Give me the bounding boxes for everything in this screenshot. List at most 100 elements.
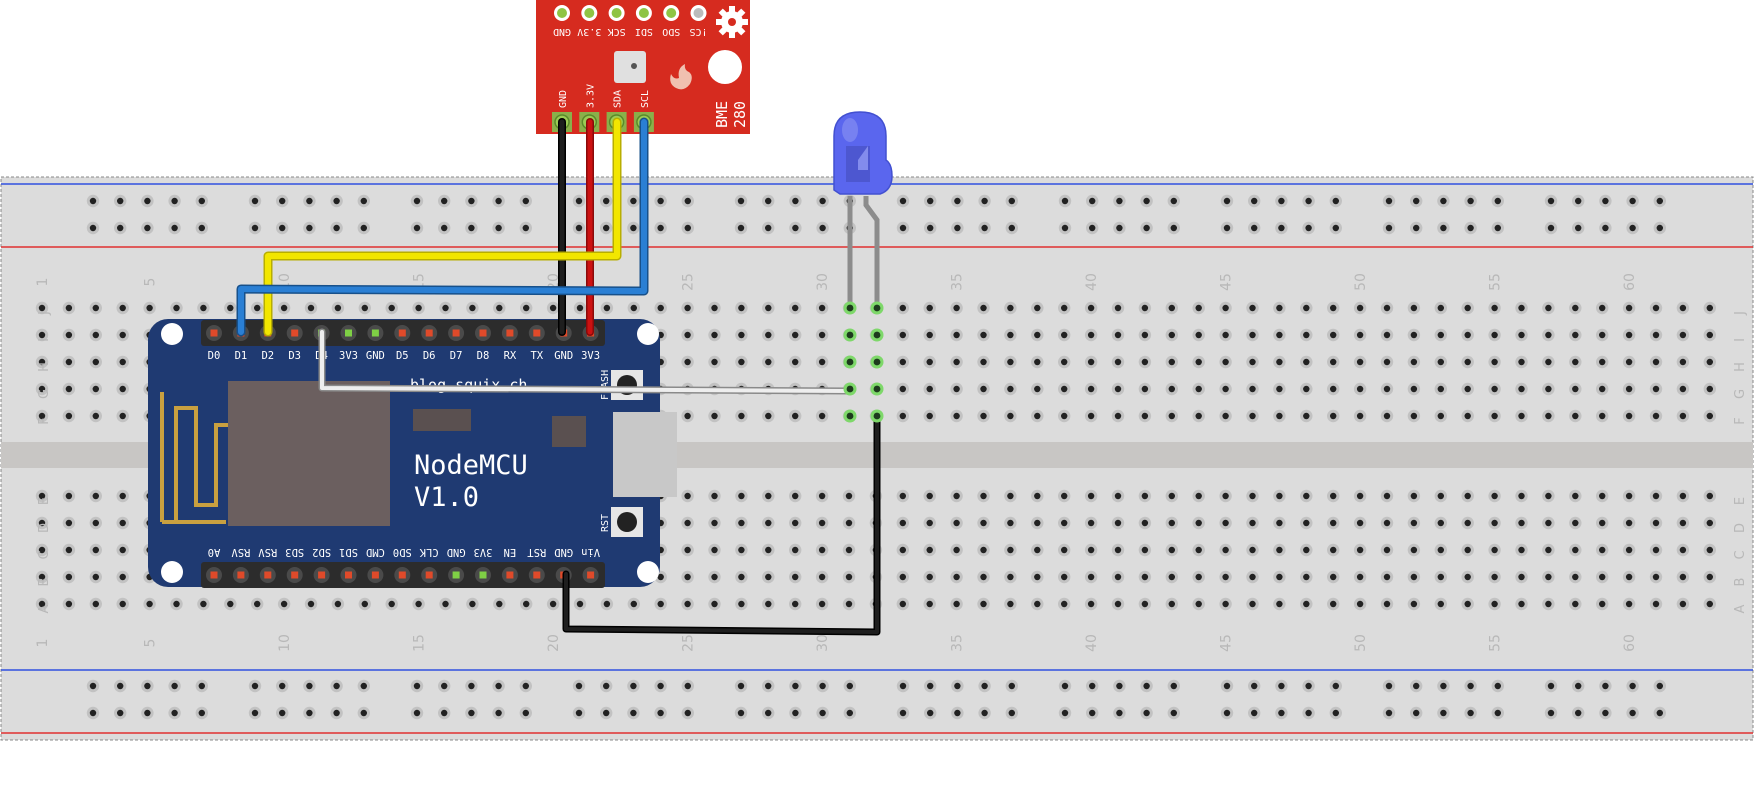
breadboard-hole[interactable] xyxy=(1058,382,1071,396)
breadboard-hole[interactable] xyxy=(1434,355,1448,369)
connected-hole[interactable] xyxy=(870,355,884,369)
rail-hole[interactable] xyxy=(357,194,370,208)
breadboard-hole[interactable] xyxy=(1219,328,1232,342)
breadboard-hole[interactable] xyxy=(1273,489,1286,503)
rail-hole[interactable] xyxy=(654,194,667,208)
nodemcu-pin-bottom[interactable] xyxy=(286,567,303,583)
breadboard-hole[interactable] xyxy=(896,355,909,369)
breadboard-hole[interactable] xyxy=(1138,489,1152,503)
breadboard-hole[interactable] xyxy=(1031,570,1044,584)
rail-hole[interactable] xyxy=(1653,221,1667,235)
breadboard-hole[interactable] xyxy=(520,597,533,611)
rail-hole[interactable] xyxy=(1275,679,1288,693)
rail-hole[interactable] xyxy=(1140,679,1153,693)
breadboard-hole[interactable] xyxy=(681,543,694,557)
breadboard-hole[interactable] xyxy=(681,489,694,503)
connected-hole[interactable] xyxy=(870,409,884,423)
rail-hole[interactable] xyxy=(410,194,424,208)
breadboard-hole[interactable] xyxy=(573,597,587,611)
rail-hole[interactable] xyxy=(1086,194,1099,208)
rail-hole[interactable] xyxy=(924,221,937,235)
breadboard-hole[interactable] xyxy=(1327,597,1340,611)
breadboard-hole[interactable] xyxy=(627,597,640,611)
breadboard-hole[interactable] xyxy=(1300,328,1313,342)
breadboard-hole[interactable] xyxy=(1138,409,1152,423)
breadboard-hole[interactable] xyxy=(1649,489,1663,503)
breadboard-hole[interactable] xyxy=(600,301,614,315)
breadboard-hole[interactable] xyxy=(1380,543,1394,557)
breadboard-hole[interactable] xyxy=(815,489,829,503)
breadboard-hole[interactable] xyxy=(1434,570,1448,584)
breadboard-hole[interactable] xyxy=(1084,355,1098,369)
breadboard-hole[interactable] xyxy=(681,301,694,315)
rail-hole[interactable] xyxy=(896,706,910,720)
breadboard-hole[interactable] xyxy=(89,516,103,530)
breadboard-hole[interactable] xyxy=(1649,328,1663,342)
breadboard-hole[interactable] xyxy=(789,570,802,584)
breadboard-hole[interactable] xyxy=(896,597,909,611)
breadboard-hole[interactable] xyxy=(762,328,775,342)
breadboard-hole[interactable] xyxy=(681,328,694,342)
rail-hole[interactable] xyxy=(438,221,451,235)
breadboard-hole[interactable] xyxy=(896,409,909,423)
breadboard-hole[interactable] xyxy=(1219,382,1232,396)
breadboard-hole[interactable] xyxy=(1596,355,1609,369)
breadboard-hole[interactable] xyxy=(923,355,936,369)
breadboard-hole[interactable] xyxy=(1596,409,1609,423)
rail-hole[interactable] xyxy=(951,221,964,235)
breadboard-hole[interactable] xyxy=(735,409,748,423)
breadboard-hole[interactable] xyxy=(1219,409,1232,423)
breadboard-hole[interactable] xyxy=(1542,597,1555,611)
breadboard-hole[interactable] xyxy=(842,570,856,584)
rail-hole[interactable] xyxy=(410,706,424,720)
breadboard-hole[interactable] xyxy=(1273,409,1286,423)
breadboard-hole[interactable] xyxy=(1031,597,1044,611)
breadboard-hole[interactable] xyxy=(1165,409,1179,423)
breadboard-hole[interactable] xyxy=(1327,382,1340,396)
breadboard-hole[interactable] xyxy=(896,301,909,315)
breadboard-hole[interactable] xyxy=(977,570,990,584)
rail-hole[interactable] xyxy=(1572,679,1585,693)
rail-hole[interactable] xyxy=(600,194,613,208)
rail-hole[interactable] xyxy=(1464,194,1477,208)
rail-hole[interactable] xyxy=(681,194,694,208)
breadboard-hole[interactable] xyxy=(627,301,640,315)
rail-hole[interactable] xyxy=(303,706,316,720)
breadboard-hole[interactable] xyxy=(1569,543,1582,557)
breadboard-hole[interactable] xyxy=(304,301,318,315)
breadboard-hole[interactable] xyxy=(977,409,990,423)
breadboard-hole[interactable] xyxy=(466,597,479,611)
breadboard-hole[interactable] xyxy=(493,597,506,611)
breadboard-hole[interactable] xyxy=(1058,301,1071,315)
connected-hole[interactable] xyxy=(870,382,884,396)
breadboard-hole[interactable] xyxy=(116,516,129,530)
breadboard-hole[interactable] xyxy=(1622,516,1636,530)
breadboard-hole[interactable] xyxy=(358,597,371,611)
breadboard-hole[interactable] xyxy=(950,516,963,530)
breadboard-hole[interactable] xyxy=(1515,382,1528,396)
rail-hole[interactable] xyxy=(1058,194,1072,208)
breadboard-hole[interactable] xyxy=(1622,328,1636,342)
breadboard-hole[interactable] xyxy=(35,489,49,503)
breadboard-hole[interactable] xyxy=(1488,597,1501,611)
rail-hole[interactable] xyxy=(1437,679,1450,693)
breadboard-hole[interactable] xyxy=(923,597,936,611)
breadboard-hole[interactable] xyxy=(412,597,425,611)
breadboard-hole[interactable] xyxy=(1300,355,1313,369)
breadboard-hole[interactable] xyxy=(1004,382,1017,396)
rail-hole[interactable] xyxy=(1329,679,1343,693)
breadboard-hole[interactable] xyxy=(1353,382,1367,396)
breadboard-hole[interactable] xyxy=(1273,516,1286,530)
rail-hole[interactable] xyxy=(951,679,964,693)
rail-hole[interactable] xyxy=(1248,706,1261,720)
rail-hole[interactable] xyxy=(843,706,856,720)
breadboard-hole[interactable] xyxy=(1407,597,1421,611)
nodemcu-pin-bottom[interactable] xyxy=(582,567,599,583)
breadboard-hole[interactable] xyxy=(1058,489,1071,503)
rail-hole[interactable] xyxy=(789,679,802,693)
breadboard-hole[interactable] xyxy=(1058,409,1071,423)
rail-hole[interactable] xyxy=(816,679,829,693)
breadboard-hole[interactable] xyxy=(1353,489,1367,503)
breadboard-hole[interactable] xyxy=(708,355,721,369)
breadboard-hole[interactable] xyxy=(439,301,452,315)
